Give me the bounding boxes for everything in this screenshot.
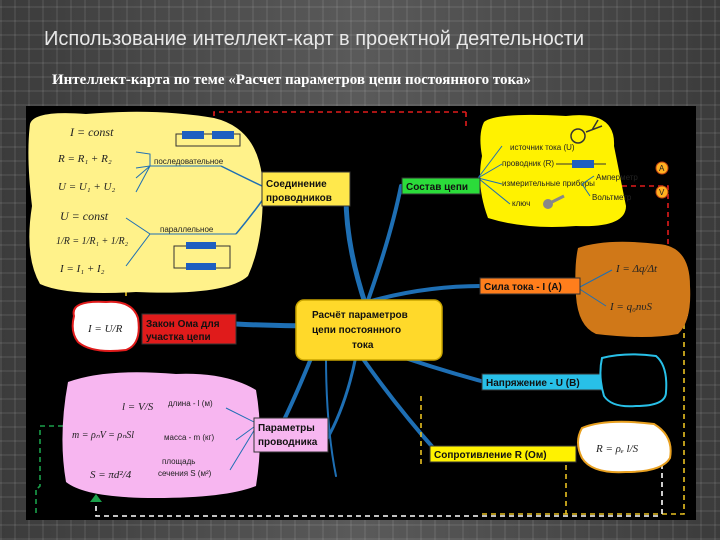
center-line-2: цепи постоянного bbox=[312, 325, 401, 336]
slide-title: Использование интеллект-карт в проектной… bbox=[44, 28, 585, 50]
dashed-connectors bbox=[35, 111, 685, 517]
node-ohm-line-1: Закон Ома для bbox=[146, 319, 220, 330]
series-formula-1: I = const bbox=[69, 125, 114, 139]
composition-item-4: ключ bbox=[512, 199, 530, 208]
node-params[interactable]: Параметры проводника bbox=[253, 417, 329, 453]
resistance-formula: R = ρₑ l/S bbox=[595, 443, 639, 455]
composition-item-3: измерительные приборы bbox=[502, 179, 595, 188]
series-formula-3: U = U₁ + U₂ bbox=[58, 181, 116, 193]
ammeter-symbol: A bbox=[659, 164, 665, 173]
node-connection-line-2: проводников bbox=[266, 193, 332, 204]
node-resistance[interactable]: Сопротивление R (Ом) bbox=[429, 445, 577, 463]
series-formula-2: R = R₁ + R₂ bbox=[57, 153, 112, 165]
instrument-voltmeter: Вольтметр bbox=[592, 193, 632, 202]
current-formula-1: I = Δq/Δt bbox=[615, 263, 658, 275]
composition-item-1: источник тока (U) bbox=[510, 143, 575, 152]
parallel-label: параллельное bbox=[160, 225, 214, 234]
parallel-formula-3: I = I₁ + I₂ bbox=[59, 263, 105, 275]
source-icon bbox=[570, 128, 586, 144]
node-composition[interactable]: Состав цепи bbox=[401, 177, 481, 195]
node-resistance-label: Сопротивление R (Ом) bbox=[434, 450, 547, 461]
params-formula-3: S = πd²/4 bbox=[90, 469, 132, 481]
center-line-1: Расчёт параметров bbox=[312, 310, 408, 321]
node-voltage[interactable]: Напряжение - U (B) bbox=[481, 373, 607, 391]
node-current-label: Сила тока - I (A) bbox=[484, 282, 562, 293]
params-formula-2: m = ρₙV = ρₙSl bbox=[72, 430, 134, 441]
node-voltage-label: Напряжение - U (B) bbox=[486, 378, 580, 389]
node-params-line-2: проводника bbox=[258, 437, 318, 448]
node-connection-line-1: Соединение bbox=[266, 179, 327, 190]
params-formula-1: l = V/S bbox=[122, 401, 154, 413]
mind-map-canvas: I = const R = R₁ + R₂ U = U₁ + U₂ послед… bbox=[26, 106, 696, 520]
voltage-box bbox=[599, 353, 668, 408]
ohm-law-box: I = U/R bbox=[71, 300, 140, 352]
resistor-icon bbox=[572, 160, 594, 168]
params-item-2: масса - m (кг) bbox=[164, 433, 214, 442]
center-node[interactable]: Расчёт параметров цепи постоянного тока bbox=[295, 299, 443, 361]
node-connection[interactable]: Соединение проводников bbox=[261, 171, 351, 207]
voltmeter-symbol: V bbox=[659, 188, 665, 197]
key-icon bbox=[543, 194, 565, 209]
composition-box: источник тока (U) проводник (R) измерите… bbox=[477, 114, 669, 227]
node-composition-label: Состав цепи bbox=[406, 182, 468, 193]
node-ohm-law[interactable]: Закон Ома для участка цепи bbox=[141, 313, 237, 345]
slide-subtitle: Интеллект-карта по теме «Расчет параметр… bbox=[52, 72, 531, 88]
parallel-formula-2: 1/R = 1/R₁ + 1/R₂ bbox=[56, 236, 129, 247]
mind-map: I = const R = R₁ + R₂ U = U₁ + U₂ послед… bbox=[28, 111, 691, 517]
connection-formulas-box: I = const R = R₁ + R₂ U = U₁ + U₂ послед… bbox=[28, 111, 265, 293]
center-line-3: тока bbox=[352, 340, 374, 351]
voltmeter-icon bbox=[655, 185, 669, 199]
node-params-line-1: Параметры bbox=[258, 423, 315, 434]
current-formulas-box: I = Δq/Δt I = q₀nυS bbox=[575, 241, 691, 337]
node-current[interactable]: Сила тока - I (A) bbox=[479, 277, 581, 295]
instrument-ammeter: Амперметр bbox=[596, 173, 638, 182]
params-item-1: длина - l (м) bbox=[168, 399, 213, 408]
current-formula-2: I = q₀nυS bbox=[609, 301, 652, 313]
node-ohm-line-2: участка цепи bbox=[146, 332, 211, 343]
params-item-3: площадь bbox=[162, 457, 195, 466]
ohm-formula: I = U/R bbox=[87, 323, 123, 335]
params-formulas-box: l = V/S m = ρₙV = ρₙSl S = πd²/4 длина -… bbox=[62, 372, 260, 498]
series-circuit-icon bbox=[175, 133, 241, 147]
composition-item-2: проводник (R) bbox=[502, 159, 554, 168]
params-item-4: сечения S (м²) bbox=[158, 469, 212, 478]
parallel-formula-1: U = const bbox=[60, 209, 109, 223]
ammeter-icon bbox=[655, 161, 669, 175]
resistance-formula-box: R = ρₑ l/S bbox=[577, 420, 672, 474]
series-label: последовательное bbox=[154, 157, 224, 166]
